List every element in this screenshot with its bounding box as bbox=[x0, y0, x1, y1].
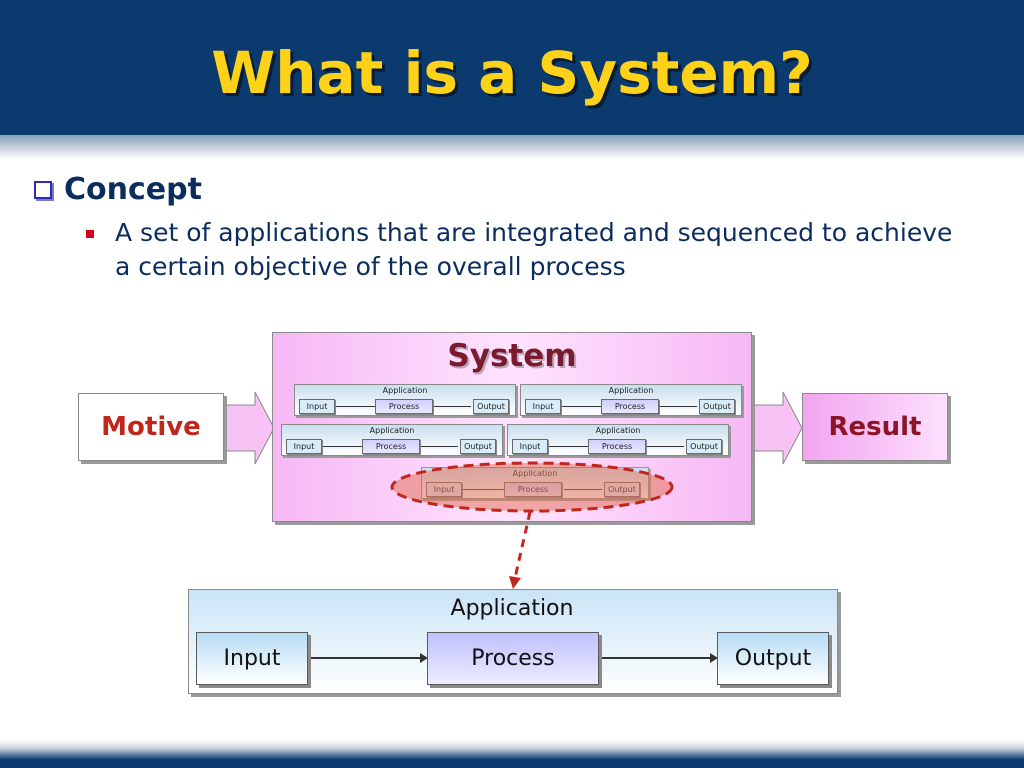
detail-process-box: Process bbox=[427, 632, 599, 685]
mini-app-input: Input bbox=[299, 399, 335, 414]
mini-application-2: Application Input Process Output bbox=[520, 384, 742, 416]
mini-application-3: Application Input Process Output bbox=[281, 424, 503, 456]
zoom-connector-line bbox=[513, 511, 532, 579]
mini-app-title: Application bbox=[608, 386, 654, 395]
detail-input-box: Input bbox=[196, 632, 308, 685]
sub-bullet-text: A set of applications that are integrate… bbox=[115, 218, 953, 281]
mini-app-input: Input bbox=[286, 439, 322, 454]
mini-app-output: Output bbox=[686, 439, 722, 454]
bullet-concept: Concept bbox=[34, 172, 202, 207]
header-shadow bbox=[0, 135, 1024, 159]
slide-header-band bbox=[0, 0, 1024, 135]
result-box: Result bbox=[802, 393, 948, 461]
mini-app-title: Application bbox=[595, 426, 641, 435]
application-detail-title: Application bbox=[450, 596, 574, 621]
mini-app-input: Input bbox=[426, 482, 462, 497]
mini-app-process: Process bbox=[375, 399, 433, 414]
mini-app-title: Application bbox=[512, 469, 558, 478]
detail-output-box: Output bbox=[717, 632, 829, 685]
result-arrow bbox=[751, 391, 803, 465]
mini-app-title: Application bbox=[382, 386, 428, 395]
mini-app-input: Input bbox=[525, 399, 561, 414]
zoom-connector-arrowhead bbox=[509, 576, 521, 589]
system-label: System bbox=[447, 338, 577, 374]
mini-app-output: Output bbox=[699, 399, 735, 414]
highlight-ellipse bbox=[390, 461, 674, 513]
mini-app-process: Process bbox=[588, 439, 646, 454]
mini-app-output: Output bbox=[473, 399, 509, 414]
checkbox-bullet-icon bbox=[34, 180, 52, 199]
mini-app-output: Output bbox=[460, 439, 496, 454]
motive-box: Motive bbox=[78, 393, 224, 461]
mini-application-5-highlighted: Application Input Process Output bbox=[421, 467, 649, 499]
square-bullet-icon bbox=[86, 230, 94, 238]
slide-title: What is a System? bbox=[211, 39, 813, 107]
mini-app-title: Application bbox=[369, 426, 415, 435]
mini-application-4: Application Input Process Output bbox=[507, 424, 729, 456]
motive-arrow bbox=[223, 391, 275, 465]
mini-app-process: Process bbox=[601, 399, 659, 414]
mini-app-process: Process bbox=[504, 482, 562, 497]
mini-app-input: Input bbox=[512, 439, 548, 454]
mini-app-output: Output bbox=[604, 482, 640, 497]
mini-application-1: Application Input Process Output bbox=[294, 384, 516, 416]
bullet-concept-text: Concept bbox=[64, 172, 202, 207]
slide-footer-band bbox=[0, 740, 1024, 768]
mini-app-process: Process bbox=[362, 439, 420, 454]
